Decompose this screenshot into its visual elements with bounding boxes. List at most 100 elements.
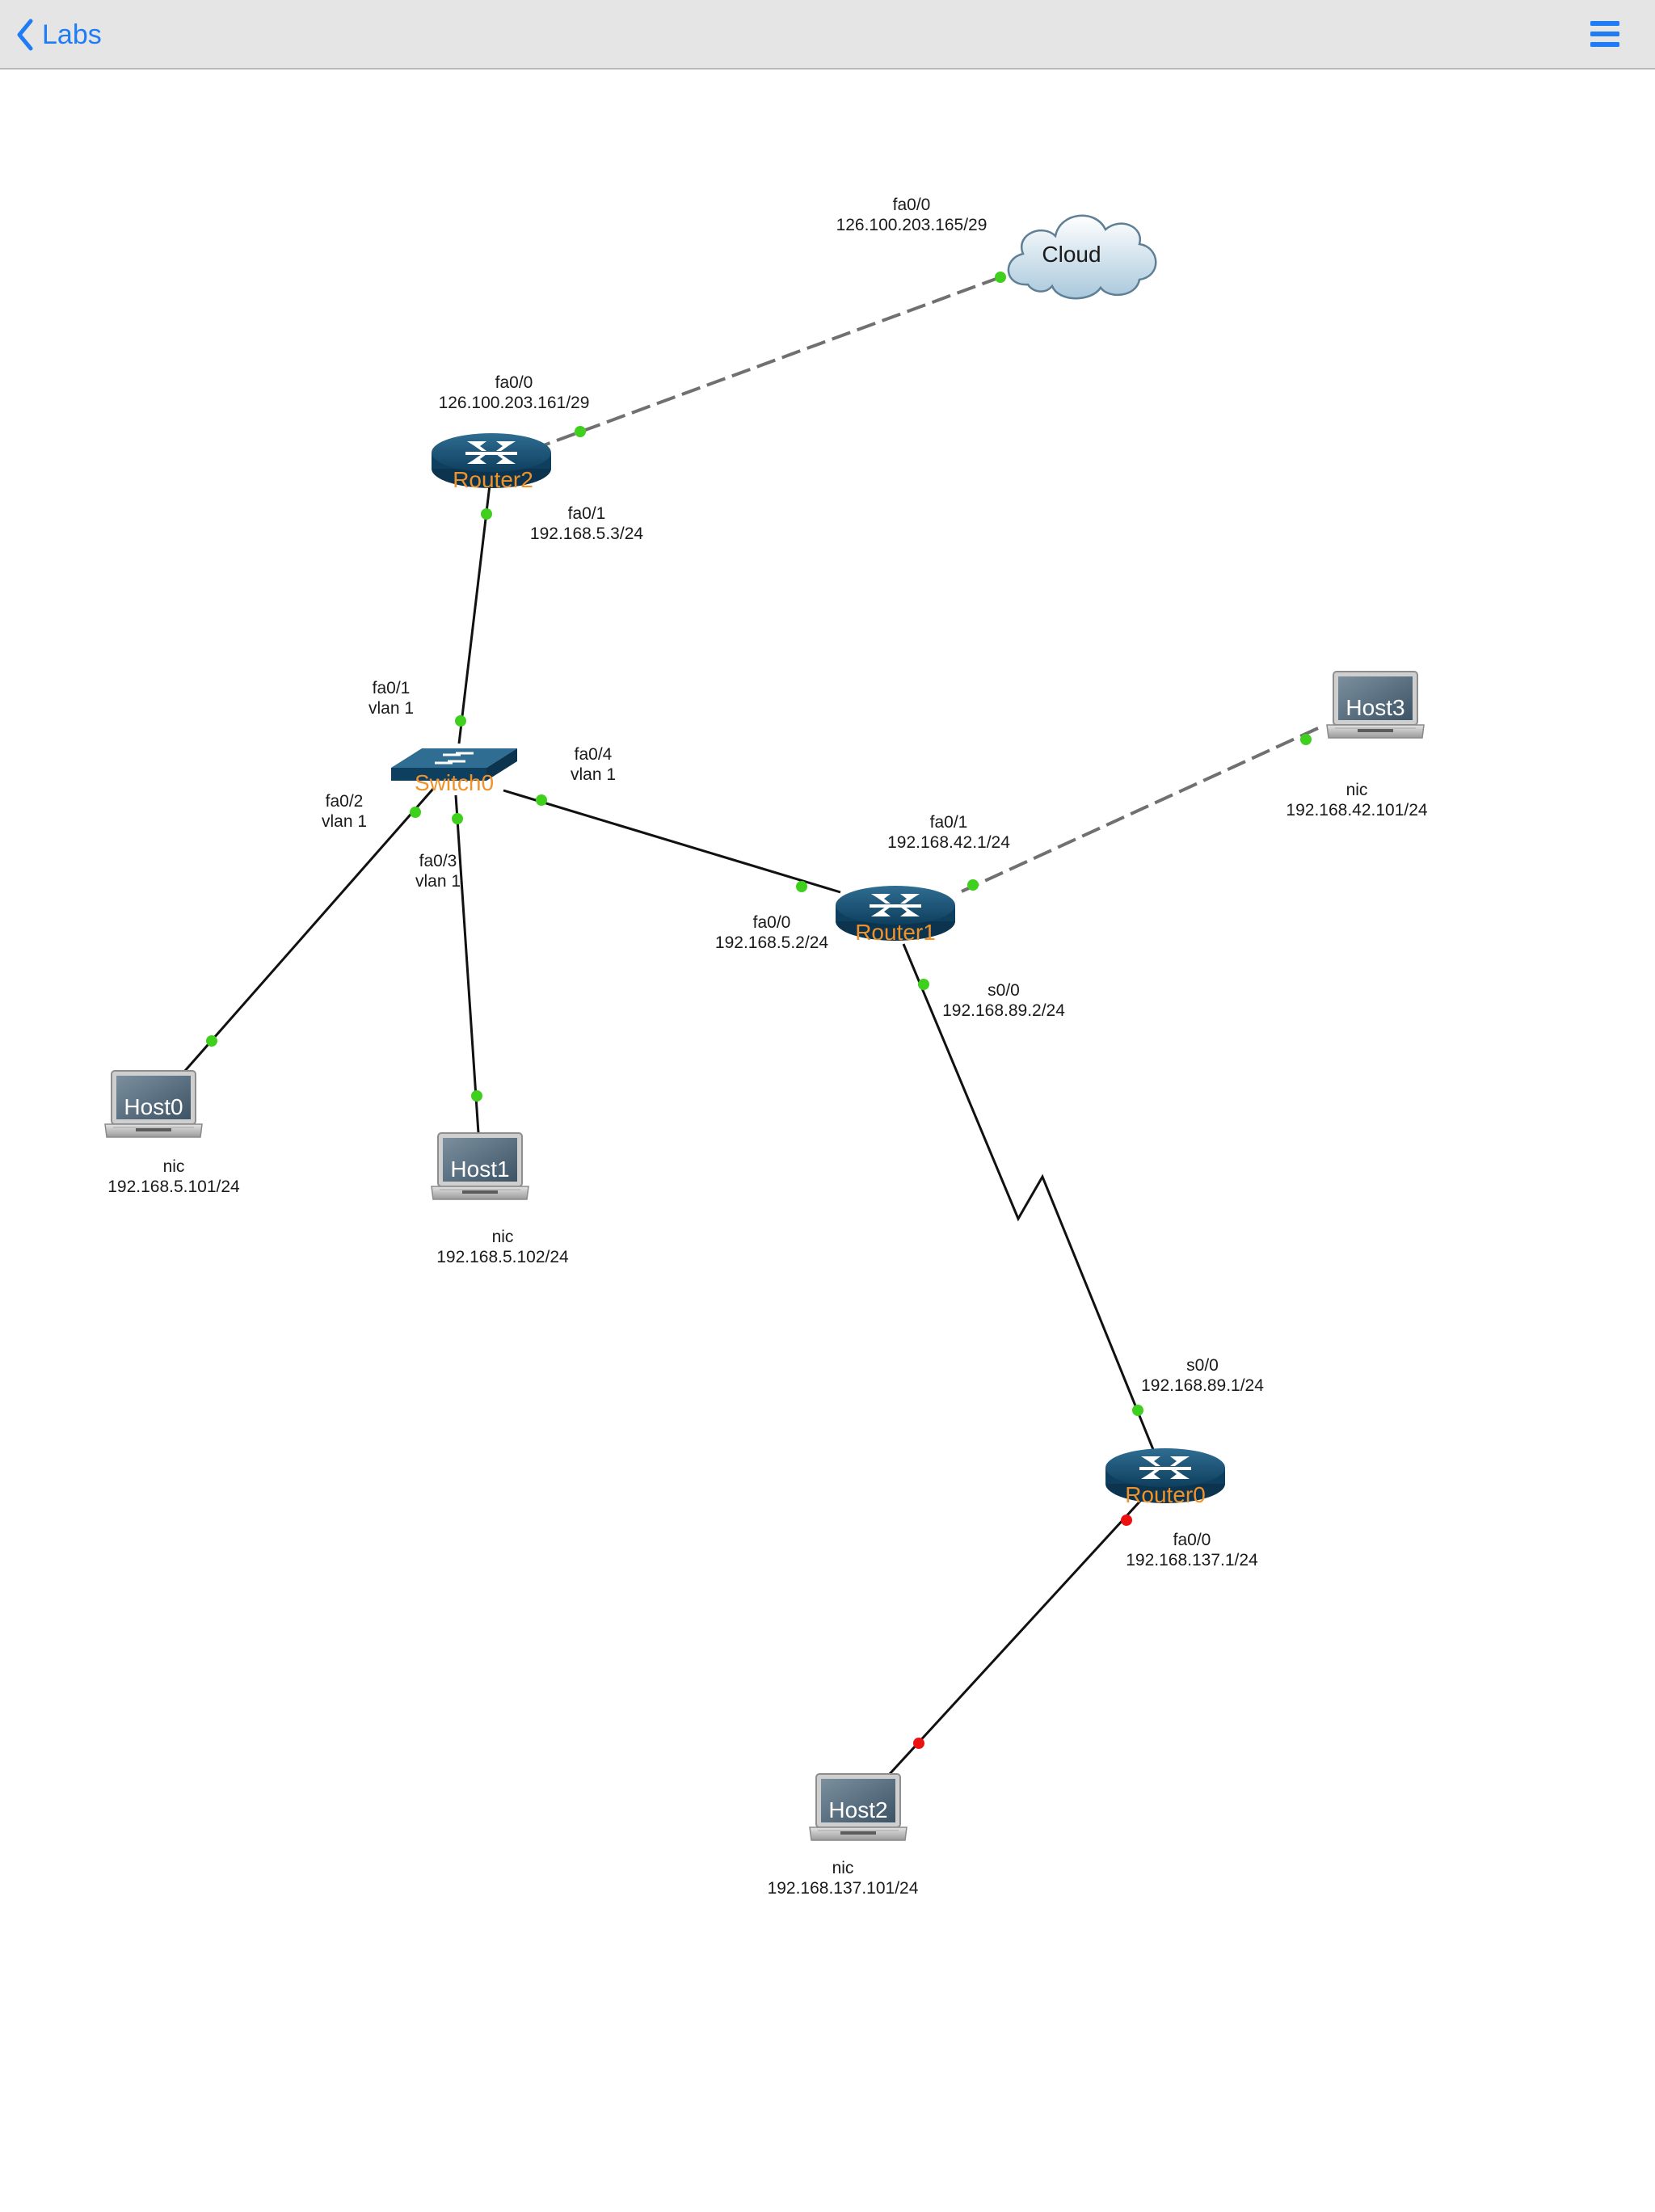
svg-text:nic: nic — [163, 1157, 185, 1176]
link-up-dot — [918, 979, 929, 990]
menu-button[interactable] — [1589, 18, 1621, 50]
link-router0-host2[interactable] — [887, 1497, 1144, 1776]
interface-label-switch0-fa02: fa0/2 vlan 1 — [322, 792, 367, 831]
svg-text:vlan 1: vlan 1 — [322, 812, 367, 831]
svg-text:192.168.89.1/24: 192.168.89.1/24 — [1141, 1376, 1264, 1395]
svg-text:192.168.5.101/24: 192.168.5.101/24 — [107, 1178, 240, 1196]
router2-device[interactable]: Router2 — [432, 433, 551, 492]
cloud-icon — [1007, 214, 1157, 300]
svg-text:nic: nic — [832, 1859, 854, 1877]
svg-text:fa0/3: fa0/3 — [419, 852, 457, 870]
device-name: Host0 — [124, 1094, 183, 1119]
svg-text:fa0/0: fa0/0 — [495, 373, 533, 392]
link-up-dot — [410, 807, 421, 818]
link-down-dot — [1121, 1515, 1132, 1526]
host1-device[interactable]: Host1 — [431, 1132, 529, 1200]
link-state-dots — [206, 272, 1312, 1749]
svg-text:vlan 1: vlan 1 — [368, 699, 414, 718]
router0-device[interactable]: Router0 — [1105, 1448, 1225, 1507]
interface-label-router2-fa01: fa0/1 192.168.5.3/24 — [530, 504, 643, 543]
interface-label-router1-fa01: fa0/1 192.168.42.1/24 — [887, 813, 1010, 852]
svg-text:s0/0: s0/0 — [988, 981, 1020, 1000]
link-down-dot — [913, 1738, 924, 1749]
svg-text:192.168.89.2/24: 192.168.89.2/24 — [942, 1001, 1065, 1020]
svg-text:126.100.203.165/29: 126.100.203.165/29 — [836, 216, 988, 234]
interface-label-cloud-fa00: fa0/0 126.100.203.165/29 — [836, 196, 988, 234]
interface-label-host3-nic: nic 192.168.42.101/24 — [1286, 781, 1427, 819]
svg-text:fa0/0: fa0/0 — [893, 196, 931, 214]
link-up-dot — [1132, 1405, 1143, 1416]
link-cloud-router2[interactable] — [541, 276, 1001, 448]
switch0-device[interactable]: Switch0 — [390, 747, 519, 795]
interface-label-host0-nic: nic 192.168.5.101/24 — [107, 1157, 240, 1196]
link-up-dot — [967, 879, 979, 891]
link-up-dot — [575, 426, 586, 437]
device-name: Router0 — [1125, 1482, 1206, 1507]
svg-text:192.168.5.102/24: 192.168.5.102/24 — [436, 1248, 569, 1266]
interface-label-router1-s00: s0/0 192.168.89.2/24 — [942, 981, 1065, 1020]
hamburger-menu-icon — [1590, 21, 1619, 47]
device-name: Host2 — [828, 1797, 887, 1822]
cloud-device[interactable]: Cloud — [1007, 214, 1157, 300]
svg-text:fa0/1: fa0/1 — [568, 504, 606, 523]
interface-label-host2-nic: nic 192.168.137.101/24 — [768, 1859, 919, 1898]
topology-diagram[interactable]: Cloud Router2 Switch0 Router1 Router0 Ho… — [0, 71, 1655, 2208]
interface-labels: fa0/0 126.100.203.165/29 fa0/0 126.100.2… — [107, 196, 1428, 1898]
svg-text:fa0/1: fa0/1 — [930, 813, 968, 832]
svg-text:192.168.42.101/24: 192.168.42.101/24 — [1286, 801, 1427, 819]
svg-text:192.168.5.3/24: 192.168.5.3/24 — [530, 525, 643, 543]
device-name: Host3 — [1345, 695, 1404, 720]
svg-text:vlan 1: vlan 1 — [415, 872, 461, 891]
device-name: Router1 — [855, 920, 936, 945]
host0-device[interactable]: Host0 — [104, 1070, 203, 1138]
link-up-dot — [452, 813, 463, 824]
svg-text:192.168.42.1/24: 192.168.42.1/24 — [887, 833, 1010, 852]
svg-text:fa0/2: fa0/2 — [326, 792, 364, 811]
device-name: Host1 — [450, 1157, 509, 1182]
svg-text:fa0/4: fa0/4 — [575, 745, 613, 764]
link-router1-router0-serial[interactable] — [902, 943, 1156, 1452]
device-name: Switch0 — [415, 770, 494, 795]
device-name: Cloud — [1042, 242, 1101, 267]
interface-label-switch0-fa04: fa0/4 vlan 1 — [571, 745, 616, 784]
back-label: Labs — [42, 19, 102, 50]
host2-device[interactable]: Host2 — [809, 1773, 908, 1841]
interface-label-router1-fa00: fa0/0 192.168.5.2/24 — [715, 913, 828, 952]
link-switch0-router1[interactable] — [503, 789, 841, 894]
link-switch0-host0[interactable] — [183, 788, 435, 1072]
link-up-dot — [796, 881, 807, 892]
link-up-dot — [206, 1035, 217, 1047]
link-router2-switch0[interactable] — [457, 484, 491, 744]
link-router1-host3[interactable] — [961, 727, 1319, 893]
navigation-bar: Labs — [0, 0, 1655, 70]
svg-text:fa0/0: fa0/0 — [1173, 1531, 1211, 1549]
link-up-dot — [995, 272, 1006, 283]
interface-label-switch0-fa01: fa0/1 vlan 1 — [368, 679, 414, 718]
interface-label-host1-nic: nic 192.168.5.102/24 — [436, 1228, 569, 1266]
device-name: Router2 — [453, 467, 533, 492]
link-switch0-host1[interactable] — [454, 794, 480, 1134]
link-up-dot — [536, 794, 547, 806]
svg-text:192.168.5.2/24: 192.168.5.2/24 — [715, 933, 828, 952]
svg-text:vlan 1: vlan 1 — [571, 765, 616, 784]
links-layer — [183, 276, 1319, 1776]
svg-text:fa0/1: fa0/1 — [373, 679, 411, 697]
interface-label-router0-fa00: fa0/0 192.168.137.1/24 — [1126, 1531, 1258, 1569]
back-button[interactable]: Labs — [16, 15, 102, 55]
interface-label-router0-s00: s0/0 192.168.89.1/24 — [1141, 1356, 1264, 1395]
svg-text:192.168.137.101/24: 192.168.137.101/24 — [768, 1879, 919, 1898]
interface-label-switch0-fa03: fa0/3 vlan 1 — [415, 852, 461, 891]
host3-device[interactable]: Host3 — [1326, 671, 1425, 739]
svg-text:nic: nic — [1346, 781, 1368, 799]
router1-device[interactable]: Router1 — [836, 886, 955, 945]
svg-text:126.100.203.161/29: 126.100.203.161/29 — [439, 394, 590, 412]
interface-label-router2-fa00: fa0/0 126.100.203.161/29 — [439, 373, 590, 412]
link-up-dot — [471, 1090, 482, 1102]
svg-text:nic: nic — [492, 1228, 514, 1246]
link-up-dot — [455, 715, 466, 727]
link-up-dot — [1300, 734, 1312, 745]
topology-canvas[interactable]: Cloud Router2 Switch0 Router1 Router0 Ho… — [0, 71, 1655, 2208]
svg-text:192.168.137.1/24: 192.168.137.1/24 — [1126, 1551, 1258, 1569]
link-up-dot — [481, 508, 492, 520]
chevron-left-icon — [17, 19, 33, 51]
